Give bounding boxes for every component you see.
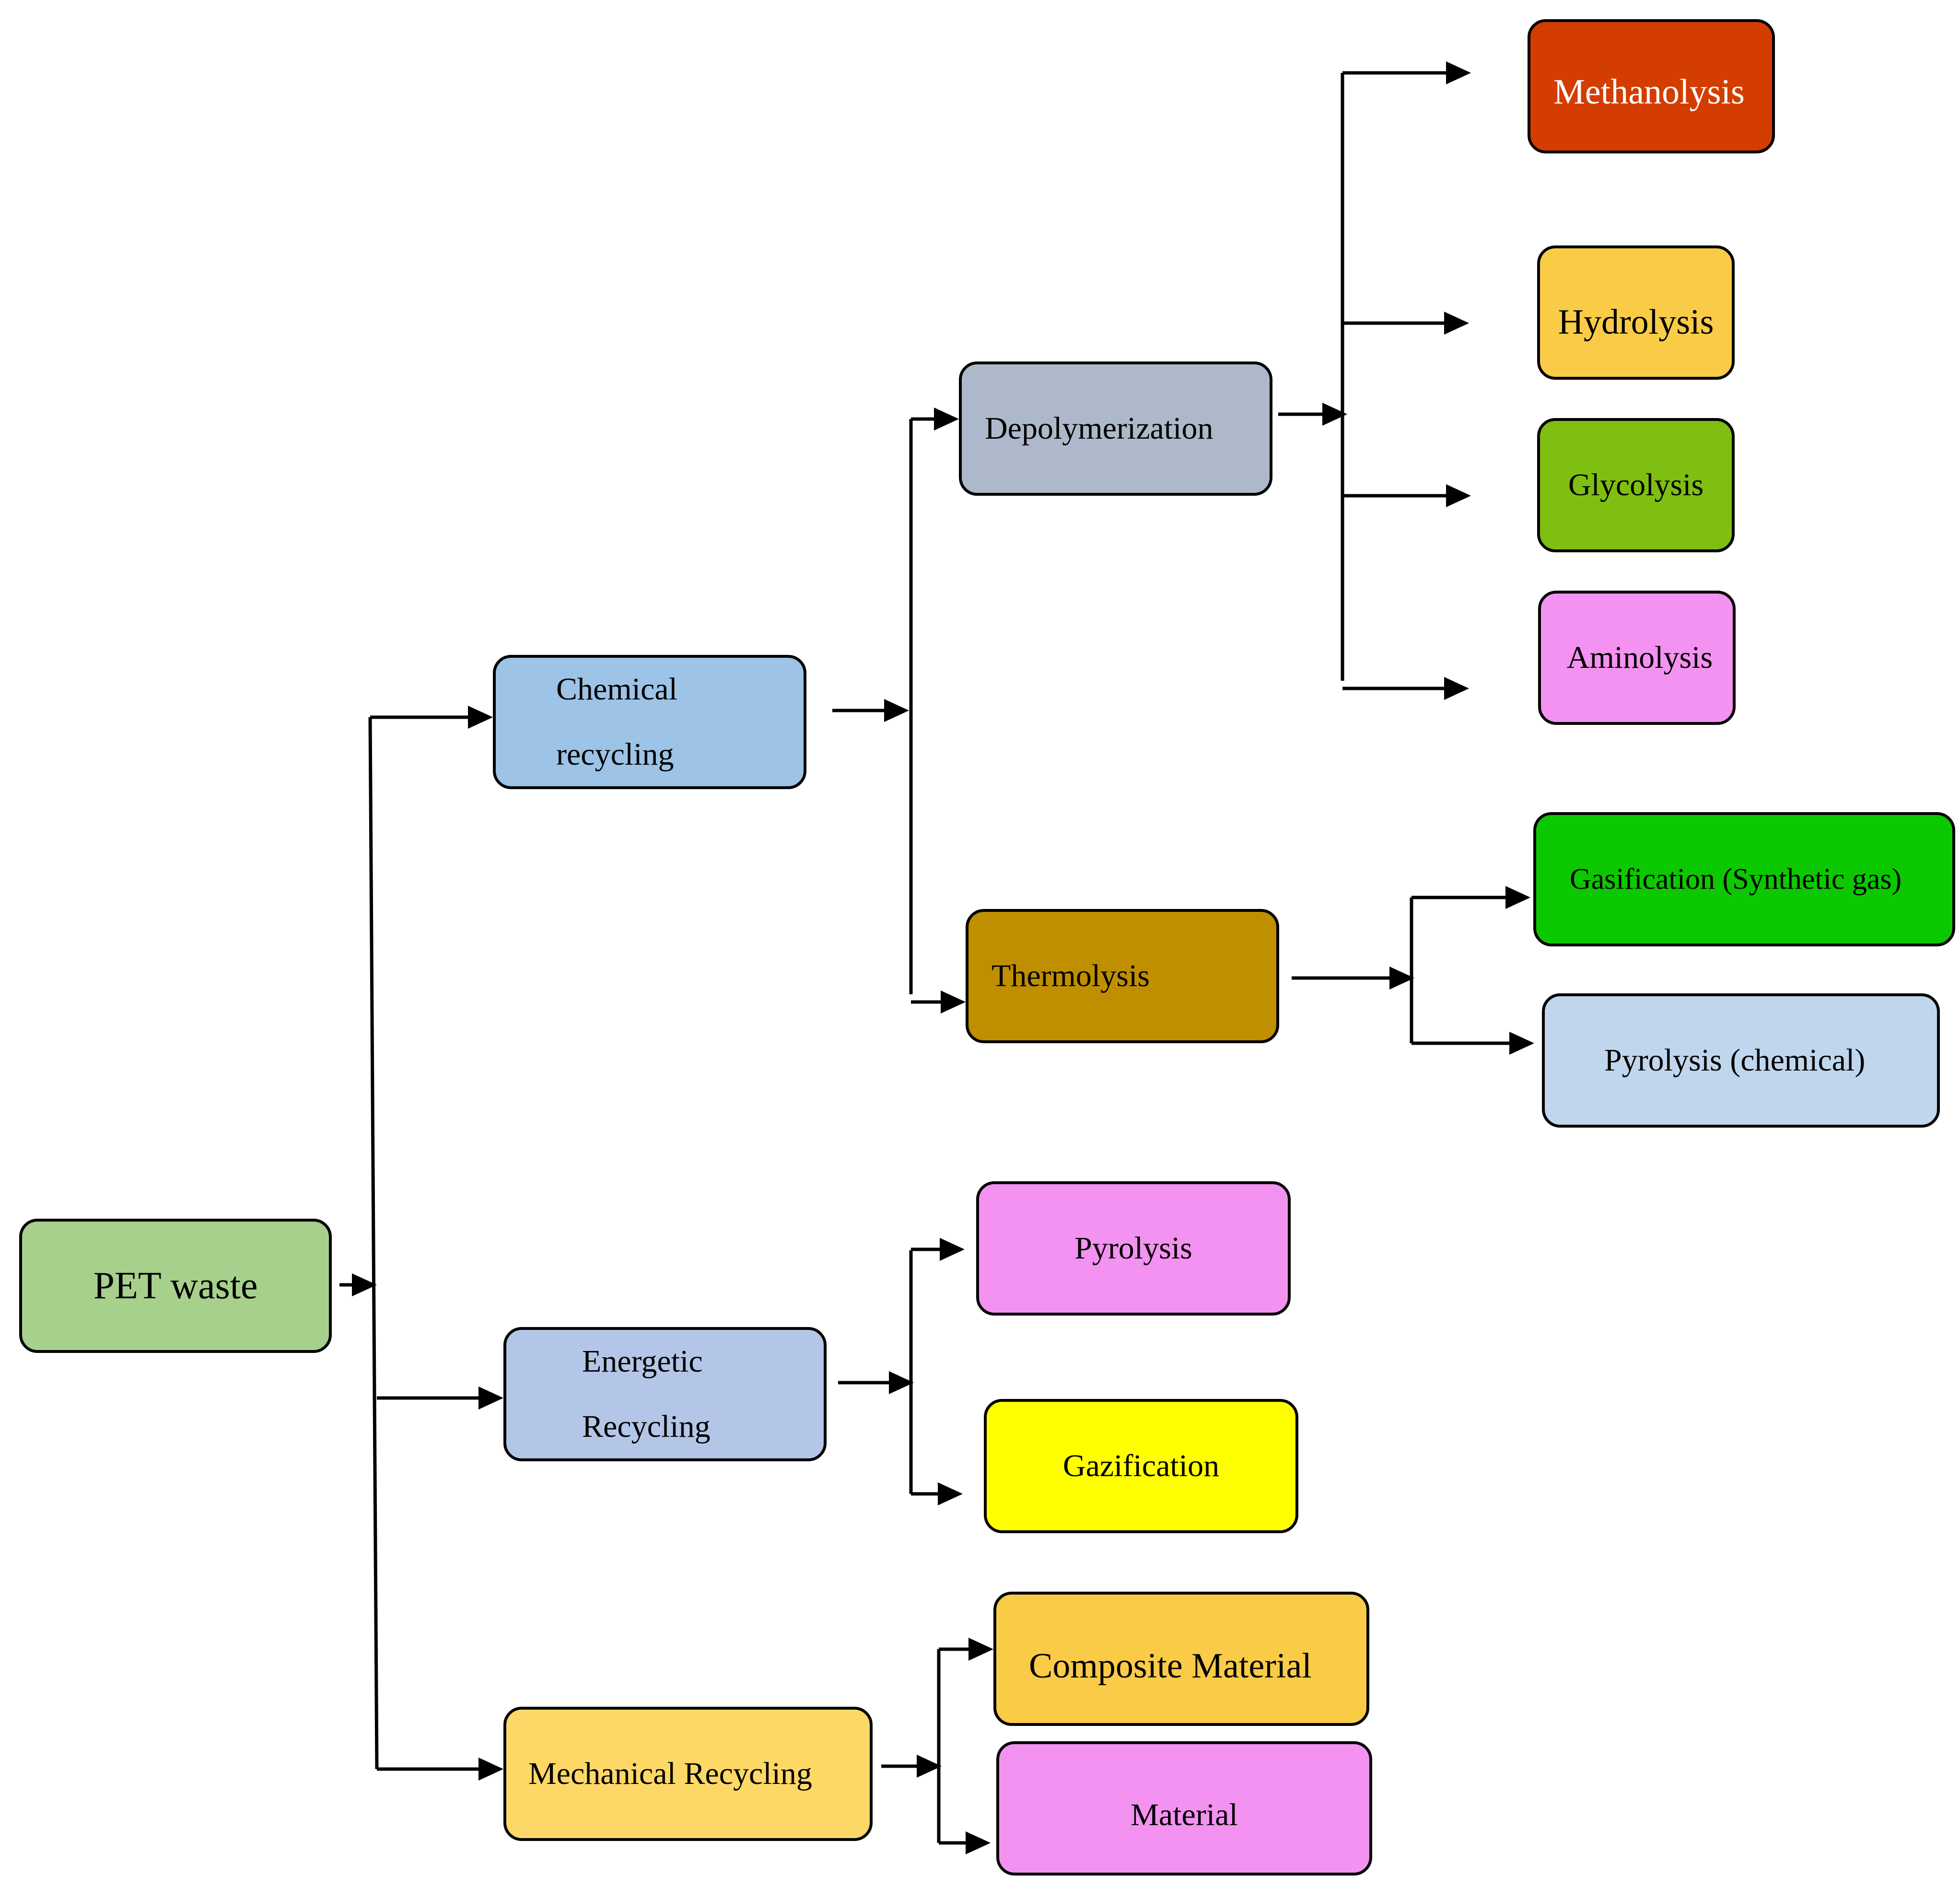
node-thermolysis: Thermolysis: [966, 909, 1279, 1043]
arrow-head: [352, 1273, 377, 1296]
node-label: Composite Material: [1029, 1646, 1312, 1686]
node-aminolysis: Aminolysis: [1538, 591, 1736, 725]
arrow-head: [1444, 677, 1469, 700]
node-glycolysis: Glycolysis: [1537, 418, 1735, 552]
node-pyrolysis: Pyrolysis: [976, 1181, 1291, 1316]
arrow-head: [941, 990, 966, 1013]
arrow-head: [1444, 312, 1469, 335]
node-label: PET waste: [93, 1264, 258, 1307]
arrow-head: [1505, 886, 1530, 909]
node-label: Hydrolysis: [1558, 302, 1714, 342]
arrow-head: [468, 706, 493, 729]
arrow-head: [1446, 61, 1471, 84]
node-chemical-recycling: Chemical recycling: [493, 655, 806, 789]
arrow-head: [884, 699, 909, 722]
node-label: Energetic Recycling: [582, 1344, 711, 1444]
node-hydrolysis: Hydrolysis: [1537, 245, 1735, 380]
arrow-head: [966, 1831, 991, 1854]
node-pet-waste: PET waste: [19, 1219, 332, 1353]
node-label: Thermolysis: [992, 958, 1150, 993]
node-gazification: Gazification: [984, 1399, 1298, 1533]
node-label: Chemical recycling: [556, 672, 677, 772]
node-pyrolysis-chemical: Pyrolysis (chemical): [1542, 993, 1940, 1128]
trunk-line: [368, 717, 379, 1770]
node-energetic-recycling: Energetic Recycling: [503, 1327, 827, 1461]
arrow-head: [1389, 967, 1414, 990]
node-label: Depolymerization: [985, 411, 1213, 446]
node-label: Pyrolysis: [1074, 1231, 1192, 1266]
arrow-head: [889, 1371, 914, 1394]
arrow-head: [478, 1386, 503, 1409]
node-gasification-synthetic-gas: Gasification (Synthetic gas): [1533, 812, 1955, 946]
node-composite-material: Composite Material: [993, 1592, 1369, 1726]
node-label: Gasification (Synthetic gas): [1570, 862, 1902, 896]
arrow-head: [968, 1638, 993, 1661]
node-material: Material: [996, 1741, 1372, 1875]
arrow-head: [1446, 484, 1471, 507]
arrow-head: [1509, 1032, 1534, 1055]
arrow-head: [938, 1482, 963, 1505]
node-mechanical-recycling: Mechanical Recycling: [503, 1707, 873, 1841]
node-label: Material: [1131, 1797, 1238, 1832]
arrow-head: [917, 1755, 942, 1778]
node-label: Methanolysis: [1553, 72, 1745, 112]
node-label: Mechanical Recycling: [528, 1756, 812, 1791]
node-depolymerization: Depolymerization: [959, 361, 1272, 496]
node-label: Glycolysis: [1568, 467, 1704, 502]
arrow-head: [934, 408, 959, 431]
node-label: Aminolysis: [1566, 640, 1713, 675]
node-methanolysis: Methanolysis: [1528, 19, 1775, 153]
arrow-head: [940, 1238, 965, 1261]
arrow-head: [478, 1758, 503, 1781]
arrow-head: [1322, 403, 1347, 426]
node-label: Gazification: [1062, 1448, 1220, 1483]
node-label: Pyrolysis (chemical): [1604, 1043, 1866, 1078]
